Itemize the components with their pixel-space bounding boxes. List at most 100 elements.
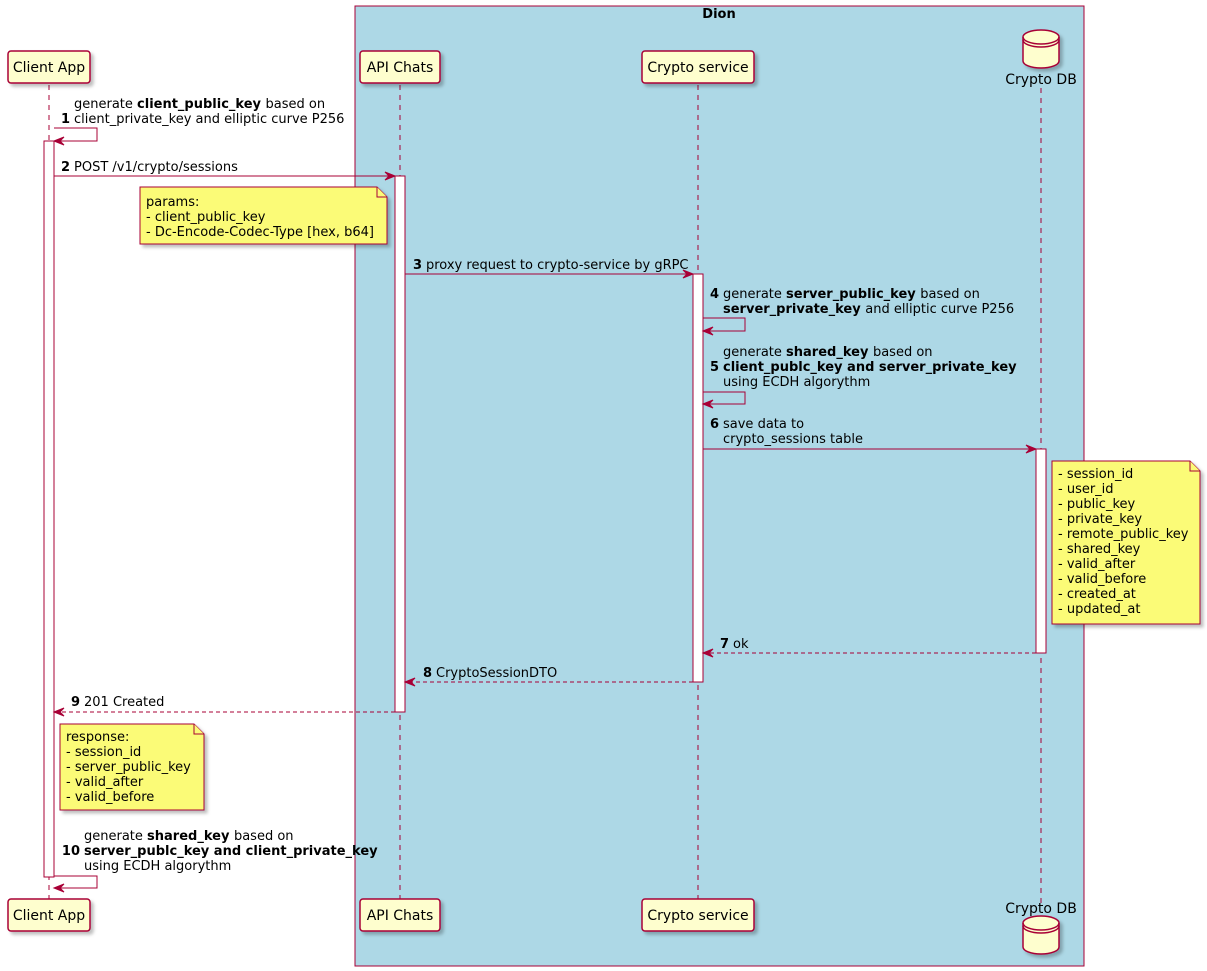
note-line: - remote_public_key xyxy=(1058,527,1189,542)
participant-box xyxy=(7,898,91,932)
note-line: - valid_before xyxy=(1058,572,1146,587)
note-fold xyxy=(376,187,387,198)
note-line: - created_at xyxy=(1058,587,1136,602)
message-segment: crypto_sessions table xyxy=(723,432,863,447)
activation-bar-client xyxy=(43,140,55,878)
arrow-head xyxy=(52,883,65,893)
database-icon xyxy=(1022,915,1060,955)
message-number: 5 xyxy=(710,360,719,375)
note-line: - session_id xyxy=(1058,467,1133,482)
participant-box xyxy=(641,50,755,84)
note-line: response: xyxy=(66,730,129,745)
activation-bar-crypto xyxy=(692,273,704,683)
message-segment: generate xyxy=(723,345,786,360)
message-text-line: save data to xyxy=(723,417,804,432)
participant-label: API Chats xyxy=(367,60,434,76)
message-text-line: CryptoSessionDTO xyxy=(436,666,557,681)
arrow-head xyxy=(52,707,65,717)
message-1: 1 generate client_public_key based on cli… xyxy=(52,97,344,146)
message-text-line: server_private_key and elliptic curve P2… xyxy=(723,302,1014,317)
note-body xyxy=(139,186,388,245)
message-bold-segment: client_public_key xyxy=(137,97,266,112)
message-number: 1 xyxy=(61,112,70,127)
arrow-head xyxy=(384,171,397,181)
participant-label: Crypto service xyxy=(647,908,748,924)
participant-label: API Chats xyxy=(367,908,434,924)
activation-bar-api xyxy=(394,175,406,713)
note-line: - user_id xyxy=(1058,482,1114,497)
arrow-head xyxy=(52,136,65,146)
participant-box xyxy=(359,50,441,84)
message-text-line: 201 Created xyxy=(84,695,164,710)
message-number: 10 xyxy=(62,844,80,859)
message-segment: generate xyxy=(723,287,786,302)
response-note: response:- session_id- server_public_key… xyxy=(59,723,205,811)
message-text-line: ok xyxy=(733,637,749,652)
participant-api-bottom: API Chats xyxy=(359,898,441,932)
note-line: - server_public_key xyxy=(66,760,191,775)
arrow-head xyxy=(403,677,416,687)
participant-label: Client App xyxy=(13,908,85,924)
message-segment: save data to xyxy=(723,417,804,432)
arrow-head xyxy=(701,399,714,409)
message-bold-segment: server_private_key xyxy=(723,302,865,317)
message-2: 2 POST /v1/crypto/sessions xyxy=(54,160,397,181)
note-line: - valid_after xyxy=(1058,557,1136,572)
message-6: 6 save data to crypto_sessions table xyxy=(703,417,1038,454)
note-line: - Dc-Encode-Codec-Type [hex, b64] xyxy=(146,225,374,240)
message-text-line: crypto_sessions table xyxy=(723,432,863,447)
message-segment: POST /v1/crypto/sessions xyxy=(74,160,238,175)
note-line: params: xyxy=(146,195,199,210)
table-fields-note: - session_id- user_id- public_key- priva… xyxy=(1051,460,1201,625)
note-line: - shared_key xyxy=(1058,542,1141,557)
message-segment: client_private_key and elliptic curve P2… xyxy=(74,112,344,127)
message-segment: based on xyxy=(873,345,933,360)
participant-db-top: Crypto DB xyxy=(1005,29,1077,88)
message-segment: using ECDH algorythm xyxy=(84,859,231,874)
note-line: - updated_at xyxy=(1058,602,1140,617)
message-segment: generate xyxy=(74,97,137,112)
activation-bar-db xyxy=(1035,448,1047,654)
participant-db-bottom: Crypto DB xyxy=(1005,901,1077,955)
note-line: - public_key xyxy=(1058,497,1136,512)
arrow-head xyxy=(682,269,695,279)
participant-client-top: Client App xyxy=(7,50,91,84)
message-number: 2 xyxy=(61,160,70,175)
participant-api-top: API Chats xyxy=(359,50,441,84)
arrow-head xyxy=(701,326,714,336)
message-number: 6 xyxy=(710,417,719,432)
message-bold-segment: shared_key xyxy=(786,345,873,360)
note-line: - valid_after xyxy=(66,775,144,790)
message-text-line: generate server_public_key based on xyxy=(723,287,980,302)
participant-box xyxy=(359,898,441,932)
arrow-head xyxy=(701,648,714,658)
note-line: - session_id xyxy=(66,745,141,760)
message-bold-segment: shared_key xyxy=(147,829,234,844)
message-text-line: generate client_public_key based on xyxy=(74,97,325,112)
self-message-line xyxy=(54,127,98,142)
message-segment: based on xyxy=(234,829,294,844)
self-message-line xyxy=(703,391,746,405)
participant-label: Crypto DB xyxy=(1005,901,1077,917)
message-bold-segment: server_publc_key and client_private_key xyxy=(84,844,378,859)
note-fold xyxy=(1189,461,1200,472)
note-fold xyxy=(193,724,204,735)
message-segment: based on xyxy=(266,97,326,112)
note-body xyxy=(1051,460,1201,625)
group-title: Dion xyxy=(702,7,735,22)
message-text-line: generate shared_key based on xyxy=(84,829,294,844)
message-7: 7 ok xyxy=(701,637,1036,658)
participant-label: Crypto DB xyxy=(1005,72,1077,88)
message-text-line: using ECDH algorythm xyxy=(723,375,870,390)
note-line: - private_key xyxy=(1058,512,1142,527)
message-number: 7 xyxy=(720,637,729,652)
database-icon xyxy=(1022,29,1060,69)
message-segment: ok xyxy=(733,637,749,652)
message-segment: CryptoSessionDTO xyxy=(436,666,557,681)
message-text-line: generate shared_key based on xyxy=(723,345,933,360)
participant-box xyxy=(7,50,91,84)
